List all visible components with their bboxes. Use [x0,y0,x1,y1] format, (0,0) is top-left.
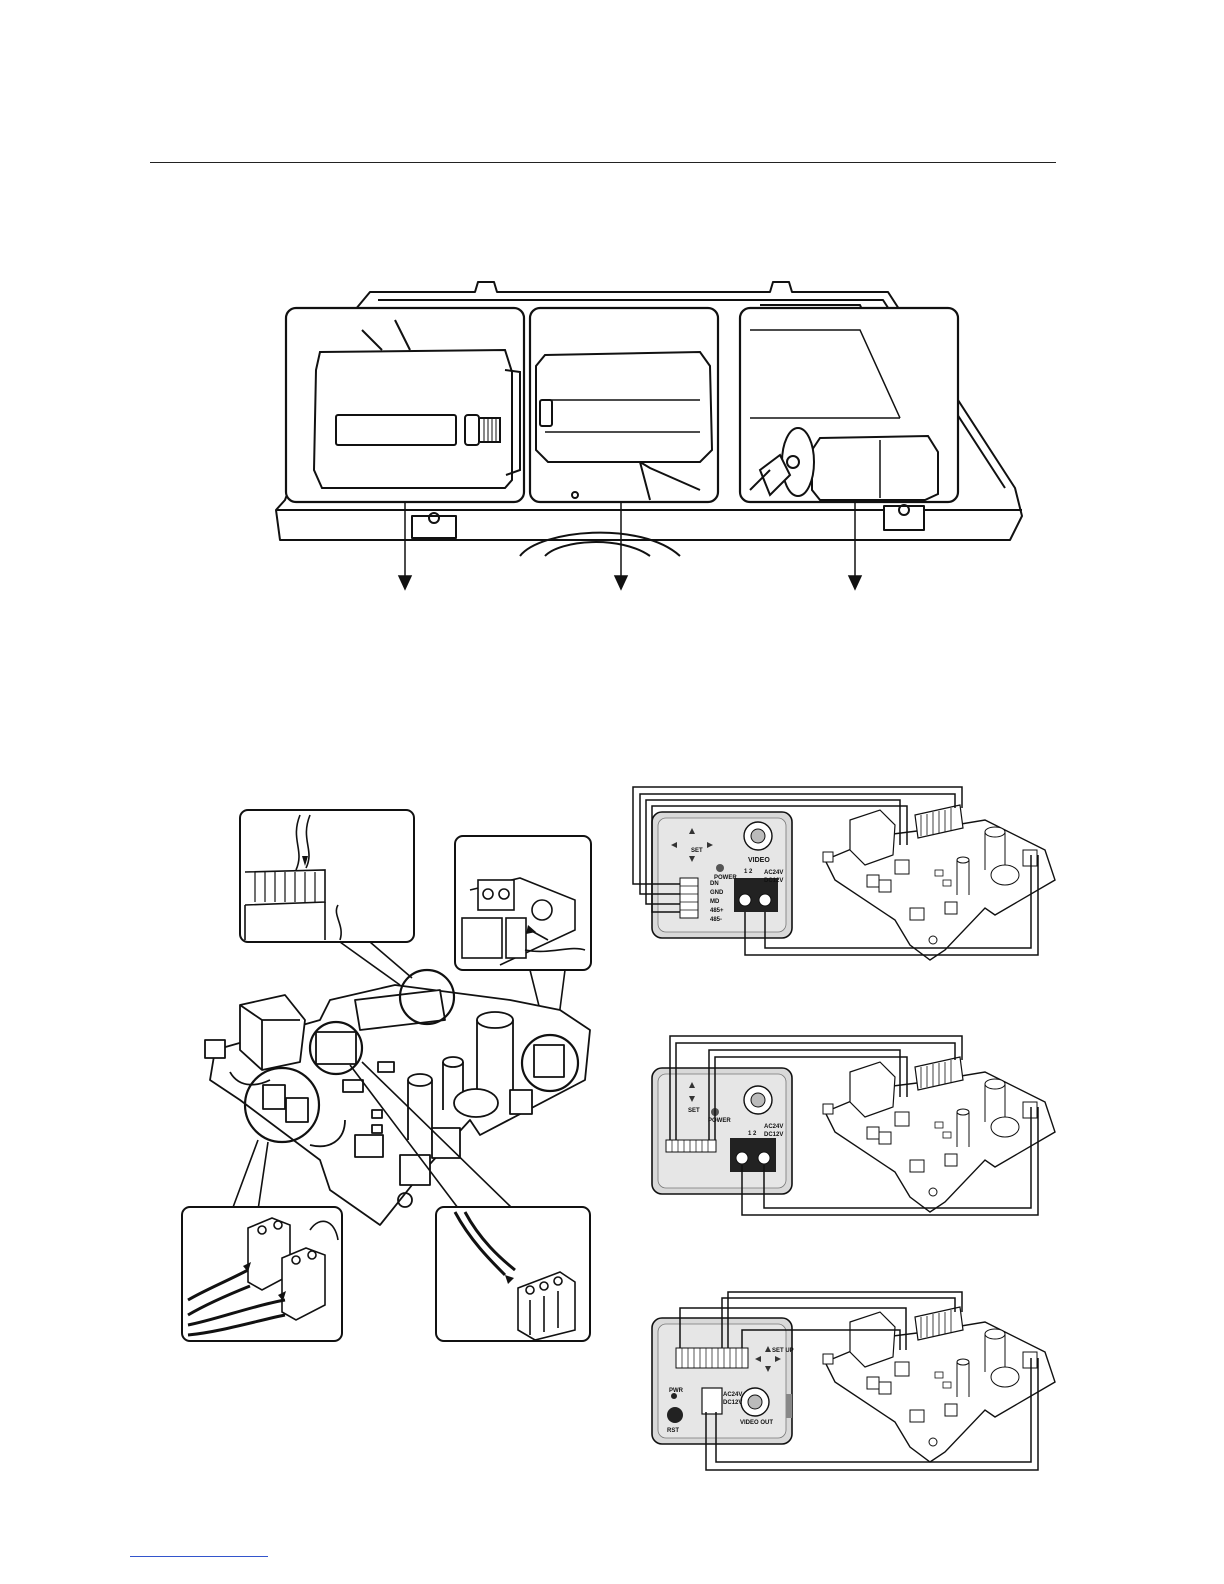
pwr-label: PWR [669,1388,684,1394]
video-label: VIDEO [748,857,770,864]
video-out-label: VIDEO OUT [740,1420,773,1426]
ac24v-label-2: AC24V [764,1124,783,1130]
wiring-diagram-2: SET POWER 1 2 AC24V DC12V [652,1036,1055,1215]
dc12v-label-3: DC12V [723,1400,742,1406]
ac24v-label: AC24V [764,870,783,876]
rs485-minus-label: 485- [710,917,722,923]
set-label: SET [691,848,703,854]
gnd-label: GND [710,890,724,896]
ac24v-label-3: AC24V [723,1392,742,1398]
setup-label: SET UP [772,1348,794,1354]
pin-numbers-label: 1 2 [744,869,753,875]
md-label: MD [710,899,720,905]
dc12v-label: DC12V [764,878,783,884]
set-label-2: SET [688,1108,700,1114]
dn-label: DN [710,881,719,887]
pin-numbers-label-2: 1 2 [748,1131,757,1137]
wiring-diagram-3: SET UP PWR RST VIDEO OUT AC24V DC12V [652,1292,1055,1470]
footer-underline [130,1556,268,1557]
rst-label: RST [667,1428,679,1434]
dc12v-label-2: DC12V [764,1132,783,1138]
power-label-2: POWER [708,1118,731,1124]
wiring-diagram-1: VIDEO POWER SET DN GND MD 485+ 485- 1 2 … [633,787,1055,960]
rs485-plus-label: 485+ [710,908,724,914]
